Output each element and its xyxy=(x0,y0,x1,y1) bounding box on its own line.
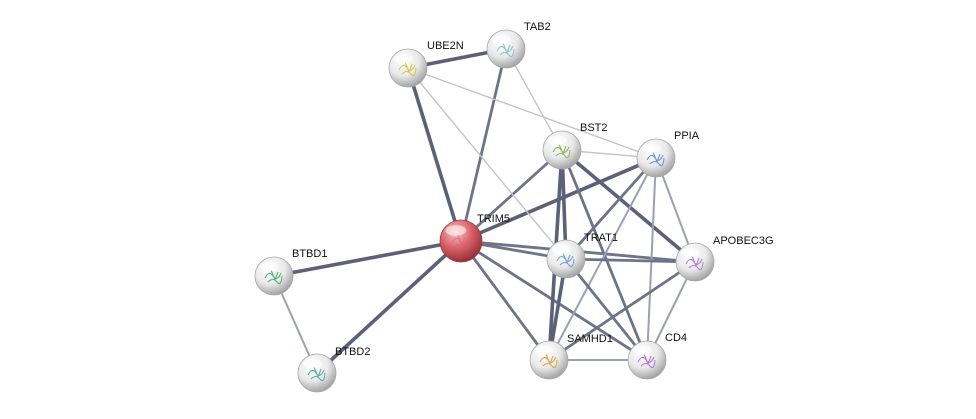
protein-structure-icon xyxy=(637,353,656,369)
node-label-btbd1: BTBD1 xyxy=(292,248,327,260)
node-trat1[interactable]: TRAT1 xyxy=(546,232,618,279)
sphere-highlight xyxy=(680,247,700,258)
sphere-highlight xyxy=(547,135,567,146)
node-btbd1[interactable]: BTBD1 xyxy=(254,248,327,296)
node-label-apobec3g: APOBEC3G xyxy=(713,235,774,247)
protein-structure-icon xyxy=(556,252,575,268)
edge-ube2n-ppia[interactable] xyxy=(407,67,657,159)
node-cd4[interactable]: CD4 xyxy=(627,332,687,380)
node-trim5[interactable]: TRIM5 xyxy=(439,213,510,263)
node-label-btbd2: BTBD2 xyxy=(335,346,370,358)
edges-layer xyxy=(272,47,697,375)
node-label-ube2n: UBE2N xyxy=(427,40,464,52)
sphere-highlight xyxy=(491,34,511,45)
edge-trim5-ube2n[interactable] xyxy=(406,66,463,243)
node-bst2[interactable]: BST2 xyxy=(542,122,608,170)
protein-structure-icon xyxy=(646,151,665,167)
edge-trim5-btbd1[interactable] xyxy=(272,239,463,278)
protein-structure-icon xyxy=(552,143,571,159)
protein-structure-icon xyxy=(451,234,470,250)
edge-ppia-trat1[interactable] xyxy=(564,156,658,261)
node-label-trim5: TRIM5 xyxy=(477,213,510,225)
node-tab2[interactable]: TAB2 xyxy=(486,21,551,69)
protein-structure-icon xyxy=(398,61,417,77)
protein-structure-icon xyxy=(307,366,326,382)
sphere-highlight xyxy=(551,244,571,255)
edge-trat1-cd4[interactable] xyxy=(564,257,649,362)
edge-trim5-btbd2[interactable] xyxy=(315,239,463,375)
edge-trim5-tab2[interactable] xyxy=(459,47,508,243)
node-samhd1[interactable]: SAMHD1 xyxy=(529,333,613,380)
node-label-tab2: TAB2 xyxy=(524,21,551,33)
node-ube2n[interactable]: UBE2N xyxy=(388,40,464,88)
edge-ppia-cd4[interactable] xyxy=(646,157,657,361)
node-label-ppia: PPIA xyxy=(674,130,700,142)
protein-structure-icon xyxy=(496,42,515,58)
node-btbd2[interactable]: BTBD2 xyxy=(297,346,370,393)
sphere-highlight xyxy=(393,53,413,64)
node-ppia[interactable]: PPIA xyxy=(636,130,700,178)
edge-bst2-apobec3g[interactable] xyxy=(560,148,697,264)
sphere-highlight xyxy=(445,225,467,236)
sphere-highlight xyxy=(641,143,661,154)
node-label-cd4: CD4 xyxy=(665,332,687,344)
sphere-highlight xyxy=(259,261,279,272)
edge-trat1-apobec3g[interactable] xyxy=(564,257,697,264)
sphere-highlight xyxy=(534,345,554,356)
sphere-highlight xyxy=(302,358,322,369)
node-label-bst2: BST2 xyxy=(580,122,608,134)
node-label-trat1: TRAT1 xyxy=(584,232,618,244)
edge-trim5-samhd1[interactable] xyxy=(459,239,551,362)
edge-trim5-bst2[interactable] xyxy=(459,148,564,243)
node-label-samhd1: SAMHD1 xyxy=(567,333,613,345)
edge-apobec3g-samhd1[interactable] xyxy=(547,260,697,362)
sphere-highlight xyxy=(632,345,652,356)
edge-ube2n-trat1[interactable] xyxy=(407,67,567,260)
node-apobec3g[interactable]: APOBEC3G xyxy=(675,235,774,282)
protein-structure-icon xyxy=(685,255,704,271)
protein-structure-icon xyxy=(264,269,283,285)
protein-structure-icon xyxy=(539,353,558,369)
